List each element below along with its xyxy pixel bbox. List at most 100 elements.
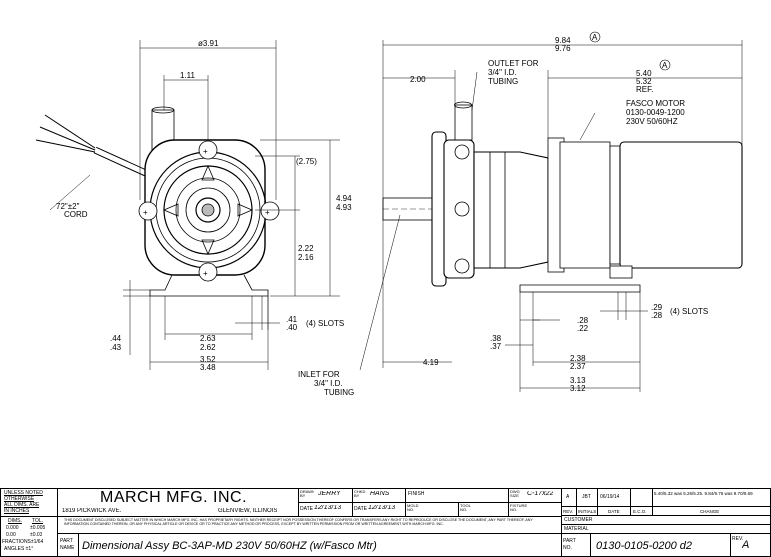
date-label-2: DATE [354,506,367,512]
title-block: UNLESS NOTED OTHERWISE ALL DIMS. ARE IN … [0,488,771,557]
dim-2-00: 2.00 [410,75,426,84]
dim-0-28b: .28 [577,316,589,325]
dim-0-38: .38 [490,334,502,343]
date-value-2: 12/13/13 [368,505,396,511]
dim-0-22: .22 [577,324,589,333]
front-view-pump: + + + + [35,40,340,370]
dim-3-13: 3.13 [570,376,586,385]
tol-row-1-dim: 0.000 [6,525,19,531]
inlet-label-2: 3/4" I.D. [314,379,343,388]
dim-4-93: 4.93 [336,203,352,212]
drawn-by-value: JERRY [318,491,341,497]
part-name-label-2: NAME [60,545,75,551]
rev-entry-date: 06/19/14 [600,494,620,500]
inlet-label-1: INLET FOR [298,370,340,379]
eco-column-header: E.C.O. [633,509,647,514]
dim-0-29: .29 [651,303,663,312]
dim-2-22: 2.22 [298,244,314,253]
svg-text:+: + [203,147,208,156]
dims-header: DIMS. [8,518,22,524]
checked-by-value: HANS [370,491,390,497]
date-column-header: DATE [608,509,620,514]
rev-marker-1: A [592,33,598,42]
dim-5-40: 5.40 [636,69,652,78]
rev-marker-2: A [662,61,668,70]
dim-3-52: 3.52 [200,355,216,364]
unless-noted-2: OTHERWISE [4,496,35,502]
dim-2-38: 2.38 [570,354,586,363]
motor-label-2: 0130-0049-1200 [626,108,685,117]
rev-label: REV. [732,536,744,542]
svg-text:+: + [265,208,270,217]
dim-5-32: 5.32 [636,77,652,86]
dim-9-84: 9.84 [555,36,571,45]
slots-label-left: (4) SLOTS [306,319,344,328]
rev-entry-change: 5.40/5.32 was 5.26/5.25. 9.84/9.76 was 9… [654,491,753,496]
tol-row-1-val: ±0.005 [30,525,46,531]
rev-entry-letter: A [566,494,570,500]
part-no-label-2: NO. [563,545,572,551]
date-label-1: DATE [300,506,313,512]
fixture-no-label: FIXTURE NO. [510,504,528,512]
unless-noted-1: UNLESS NOTED [4,490,43,496]
svg-text:+: + [143,208,148,217]
company-address: 1819 PICKWICK AVE. [62,508,122,514]
dim-0-43: .43 [110,343,122,352]
customer-label: CUSTOMER [564,517,593,523]
rev-entry-initials: JBT [582,494,591,500]
finish-label: FINISH [408,491,425,497]
ref-label: REF. [636,85,653,94]
motor-label-3: 230V 50/60HZ [626,117,678,126]
dim-cord-length: 72"±2" [56,202,80,211]
svg-text:+: + [203,269,208,278]
dim-3-48: 3.48 [200,363,216,372]
part-name-label-1: PART [60,538,73,544]
date-value-1: 12/13/13 [314,505,342,511]
tool-no-label: TOOL NO. [460,504,471,512]
tol-row-2-val: ±0.03 [30,532,43,538]
proprietary-notice: THIS DOCUMENT DISCLOSED SUBJECT MATTER I… [64,518,533,527]
checked-by-label: CHKD BY [354,490,366,498]
drawn-by-label: DRAWN BY [300,490,314,498]
dim-0-37: .37 [490,342,502,351]
outlet-label-2: 3/4" I.D. [488,68,517,77]
unless-noted-4: IN INCHES [4,508,30,514]
tol-fractions: FRACTIONS±1/64 [2,539,44,545]
company-name: MARCH MFG. INC. [100,489,248,506]
dim-2-37: 2.37 [570,362,586,371]
dim-2-62: 2.62 [200,343,216,352]
dim-2-63: 2.63 [200,334,216,343]
dim-0-41: .41 [286,315,298,324]
dim-0-44: .44 [110,334,122,343]
outlet-label-3: TUBING [488,77,518,86]
part-no-value: 0130-0105-0200 d2 [596,540,693,552]
side-view-pump [359,40,743,392]
engineering-drawing: + + + + [35,31,743,397]
tol-angles: ANGLES ±1° [4,546,34,552]
rev-column-header: REV. [563,509,574,514]
material-label: MATERIAL [564,526,589,532]
cord-label: CORD [64,210,88,219]
dim-diameter: ø3.91 [198,39,219,48]
dwg-size-label: DWG SIZE [510,490,520,498]
change-column-header: CHANGE [700,509,720,514]
dwg-size-value: C-17x22 [527,491,554,497]
motor-label-1: FASCO MOTOR [626,99,685,108]
company-city: GLENVIEW, ILLINOIS [218,508,278,514]
mold-no-label: MOLD NO. [407,504,419,512]
dim-4-94: 4.94 [336,194,352,203]
tol-header: TOL. [32,518,44,524]
rev-value: A [742,539,750,551]
dim-0-28: .28 [651,311,663,320]
unless-noted-3: ALL DIMS. ARE [4,502,40,508]
dim-2-16: 2.16 [298,253,314,262]
dim-4-19: 4.19 [423,358,439,367]
outlet-label-1: OUTLET FOR [488,59,539,68]
dim-3-12: 3.12 [570,384,586,393]
part-no-label-1: PART [563,538,576,544]
dim-2-75: (2.75) [296,157,317,166]
dim-1-11: 1.11 [180,71,196,80]
part-name-value: Dimensional Assy BC-3AP-MD 230V 50/60HZ … [82,540,377,552]
slots-label-right: (4) SLOTS [670,307,708,316]
tol-row-2-dim: 0.00 [6,532,16,538]
